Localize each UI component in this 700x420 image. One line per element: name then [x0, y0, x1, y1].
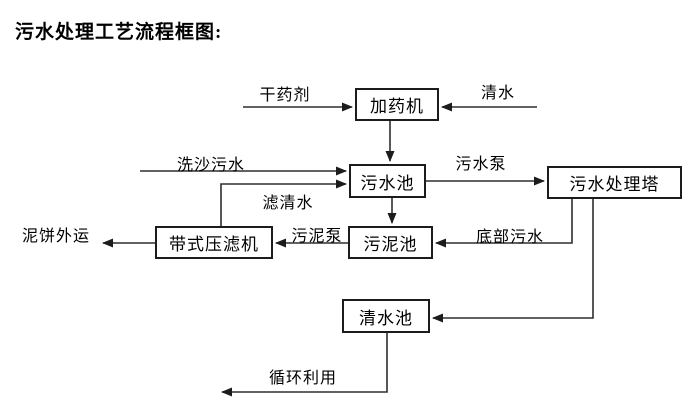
node-sewage-pool: 污水池	[349, 164, 426, 198]
edge-label-bottom-sewage: 底部污水	[475, 229, 545, 246]
node-belt-filter-press: 带式压滤机	[155, 226, 273, 259]
arrow-filtered-water-to-sewage-pool	[220, 179, 347, 226]
node-sewage-treatment-tower: 污水处理塔	[547, 166, 682, 199]
arrow-tower-to-clean-water-pool	[432, 199, 594, 323]
arrow-clean-pool-to-recycle	[221, 333, 388, 397]
node-clean-water-pool: 清水池	[342, 299, 430, 333]
edge-label-clean-water: 清水	[480, 85, 516, 102]
edge-label-sewage-pump: 污水泵	[455, 156, 507, 173]
page-title: 污水处理工艺流程框图:	[15, 22, 223, 43]
edge-label-sand-washing-sewage: 洗沙污水	[176, 157, 246, 174]
node-dosing-machine: 加药机	[355, 88, 439, 121]
edge-label-filtered-water: 滤清水	[262, 195, 314, 212]
arrow-tower-to-sludge-pool	[435, 199, 573, 248]
node-sludge-pool: 污泥池	[348, 226, 433, 259]
edge-label-sludge-pump: 污泥泵	[291, 228, 343, 245]
edge-label-recycle-use: 循环利用	[268, 370, 338, 387]
edge-label-dry-chemical: 干药剂	[259, 87, 311, 104]
edge-label-mud-cake-out: 泥饼外运	[21, 228, 91, 245]
